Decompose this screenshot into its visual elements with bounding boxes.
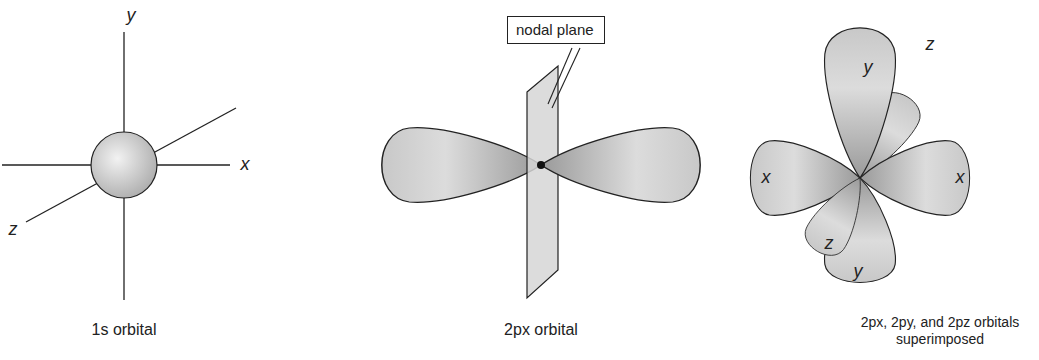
axis-label: z xyxy=(926,34,935,56)
orbital-caption: 2px orbital xyxy=(504,320,578,339)
orbital-caption: 2px, 2py, and 2pz orbitals superimposed xyxy=(845,314,1035,348)
axes xyxy=(2,32,236,300)
leader-line xyxy=(548,48,580,108)
callout-box: nodal plane xyxy=(507,16,605,44)
s-orbital-sphere xyxy=(91,132,157,198)
axis-label: y xyxy=(864,57,873,79)
superimposed-orbitals xyxy=(750,28,969,282)
px-orbital xyxy=(382,66,700,298)
axis-label: x xyxy=(762,167,771,189)
axis-label: y xyxy=(127,5,136,27)
callout-text: nodal plane xyxy=(516,21,594,38)
axis-label: y xyxy=(854,261,863,283)
nodal-plane xyxy=(527,66,558,298)
orbital-caption: 1s orbital xyxy=(92,320,157,339)
axis-label: x xyxy=(956,167,965,189)
axis-label: z xyxy=(825,233,834,255)
axis-label: z xyxy=(9,219,18,241)
axis-label: x xyxy=(241,154,250,176)
